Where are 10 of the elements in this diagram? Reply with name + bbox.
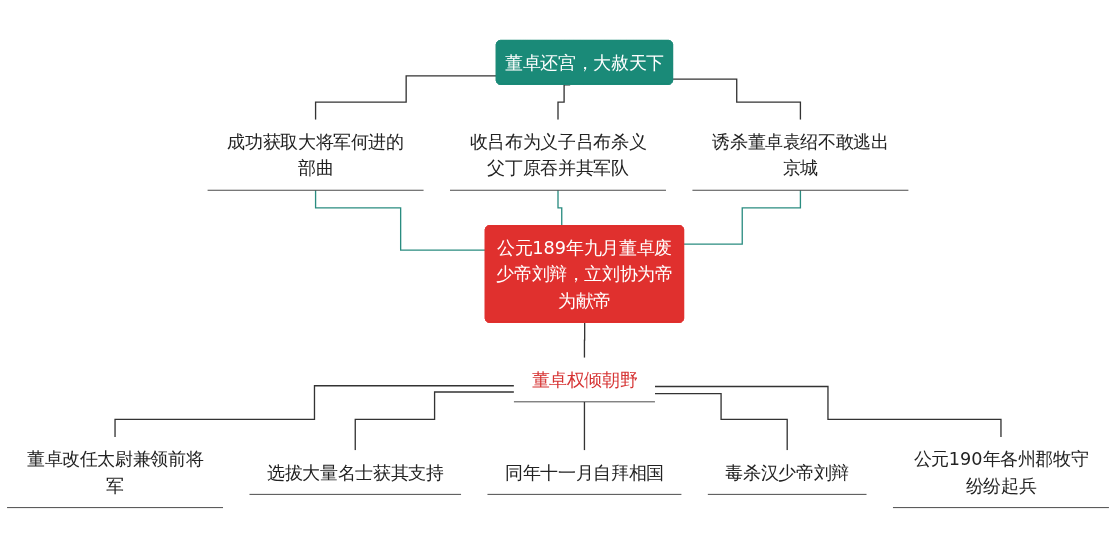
connector [354,391,515,451]
connector [314,189,487,251]
connector [654,385,1002,438]
connector [654,392,788,451]
connector [583,322,586,359]
connector [672,78,802,121]
connector [683,189,802,245]
connector [314,75,498,121]
connector [114,385,515,438]
connector [583,401,586,451]
